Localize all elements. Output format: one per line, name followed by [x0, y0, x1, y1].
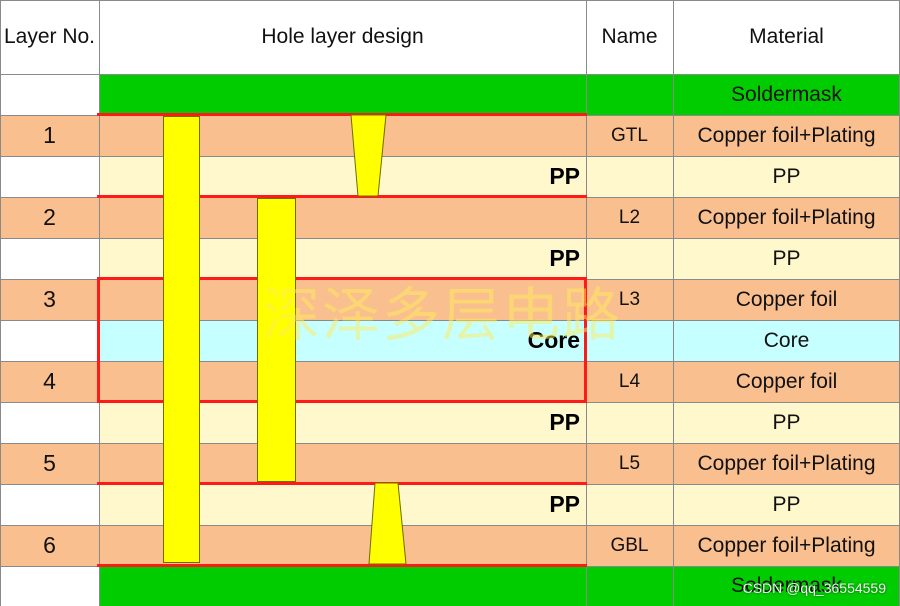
material-cell: Copper foil+Plating	[673, 197, 900, 238]
material-cell: Copper foil+Plating	[673, 443, 900, 484]
pp-label: PP	[549, 245, 580, 271]
material-cell: PP	[673, 156, 900, 197]
layer-number: 1	[0, 115, 99, 156]
material-cell: Copper foil+Plating	[673, 115, 900, 156]
name-cell	[586, 238, 673, 279]
material-cell: PP	[673, 402, 900, 443]
material-cell: Core	[673, 320, 900, 361]
pp-label: PP	[549, 409, 580, 435]
header-name: Name	[601, 25, 658, 48]
layer-number: 3	[0, 279, 99, 320]
layer-name: L5	[586, 443, 673, 484]
material-cell: Copper foil+Plating	[673, 525, 900, 566]
layer-number: 6	[0, 525, 99, 566]
layer-name: L3	[586, 279, 673, 320]
material-cell: PP	[673, 484, 900, 525]
buried-via-l2-l5	[257, 198, 296, 482]
soldermask-top-band	[99, 74, 586, 115]
bottom-lamination-line	[97, 564, 587, 567]
name-cell	[586, 484, 673, 525]
credit-text: CSDN @qq_36554559	[742, 580, 886, 596]
through-hole-via	[163, 116, 200, 563]
material-cell: Soldermask	[673, 74, 900, 115]
layer-number: 2	[0, 197, 99, 238]
soldermask-bottom-band	[99, 566, 586, 606]
layer-name: L2	[586, 197, 673, 238]
header-hole-layer-design: Hole layer design	[261, 25, 424, 48]
layer-cell	[0, 156, 99, 197]
pp-label: PP	[549, 163, 580, 189]
layer-cell	[0, 238, 99, 279]
material-cell: Copper foil	[673, 361, 900, 402]
blind-via-bottom	[368, 482, 407, 565]
blind-via-top	[350, 114, 387, 197]
layer-name: L4	[586, 361, 673, 402]
material-cell: Copper foil	[673, 279, 900, 320]
name-cell	[586, 402, 673, 443]
top-lamination-line	[97, 113, 587, 116]
layer-cell	[0, 484, 99, 525]
layer-cell	[0, 320, 99, 361]
layer-cell	[0, 402, 99, 443]
core-label: Core	[527, 327, 580, 353]
name-cell	[586, 156, 673, 197]
core-lamination-outline	[97, 277, 587, 403]
layer-cell	[0, 74, 99, 115]
layer-number: 4	[0, 361, 99, 402]
material-cell: PP	[673, 238, 900, 279]
header-layer-no: Layer No.	[3, 25, 96, 48]
name-cell	[586, 74, 673, 115]
pp-label: PP	[549, 491, 580, 517]
layer-name: GTL	[586, 115, 673, 156]
header-material: Material	[749, 25, 824, 48]
name-cell	[586, 566, 673, 606]
layer-name: GBL	[586, 525, 673, 566]
watermark-text: 深泽多层电路	[262, 281, 623, 349]
l5-lamination-line	[97, 482, 587, 485]
layer-number: 5	[0, 443, 99, 484]
name-cell	[586, 320, 673, 361]
layer-cell	[0, 566, 99, 606]
material-cell: Soldermask	[673, 566, 900, 606]
l2-lamination-line	[97, 195, 587, 198]
